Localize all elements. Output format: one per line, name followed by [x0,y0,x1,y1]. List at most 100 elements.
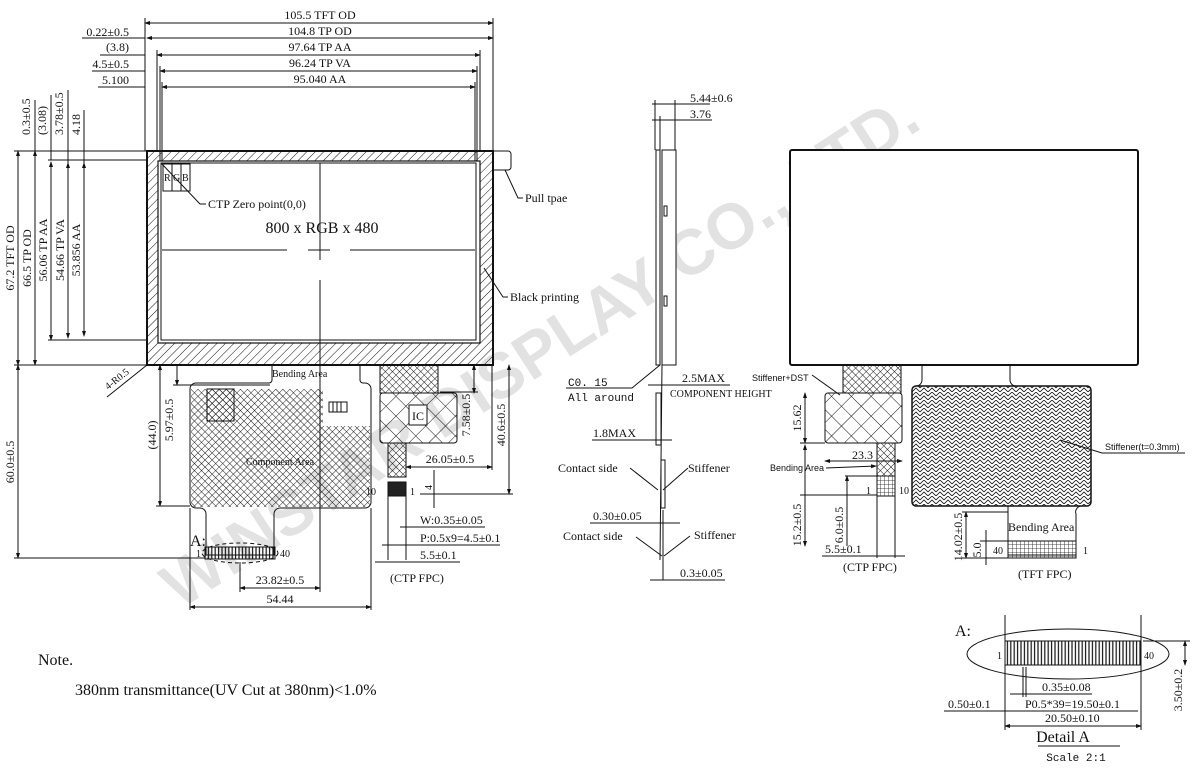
tft-fpc-front: Bending Area Component Area A: 1 40 60.0… [3,340,372,610]
detail-a-pitch-label: P0.5*39=19.50±0.1 [1025,697,1120,711]
top-dimensions: 105.5 TFT OD 104.8 TP OD 97.64 TP AA 96.… [82,8,494,162]
side-view: 5.44±0.6 3.76 C0. 15 All around 2.5MAX C… [558,91,772,581]
back-view-pin1b-label: 1 [1083,546,1088,557]
back-view-h1402-label: 14.02±0.5 [951,513,965,562]
detail-a-title-label: Detail A [1036,729,1090,746]
front-view-left-offsets-c-label: 3.78±0.5 [52,92,66,135]
notes-line-1: 380nm transmittance(UV Cut at 380nm)<1.0… [75,682,377,699]
front-view-top-offsets-c-label: 4.5±0.5 [92,57,129,71]
front-view-dims-h44-label: (44.0) [145,421,159,450]
front-view-dims-w2382-label: 23.82±0.5 [256,573,305,587]
black-printing-label: Black printing [510,290,579,304]
bending-area-label: Bending Area [272,369,328,380]
detail-a: A: 1 40 0.35±0.08 0.50±0.1 P0.5*39=19.50… [944,615,1190,765]
fpc-connector-pins [204,546,276,560]
detail-a-total-label: 20.50±0.10 [1045,711,1100,725]
front-view-left-dims-tp-aa-label: 56.06 TP AA [36,218,50,281]
detail-a-w035-label: 0.35±0.08 [1042,680,1091,694]
front-view-left-dims-tp-va-label: 54.66 TP VA [53,219,67,281]
notes-title: Note. [38,652,74,669]
front-view-top-offsets-b-label: (3.8) [106,40,129,54]
front-view-dims-h597-label: 5.97±0.5 [162,399,176,442]
front-view-left-offsets-b-label: (3.08) [35,106,49,135]
front-view-ctp-fpc-pin10-label: 10 [366,487,376,498]
back-view-pin10-label: 10 [899,486,909,497]
side-view-chamfer-label: C0. 15 [568,378,608,390]
front-view-rgb-b-label: B [182,173,189,184]
front-view-left-dims-aa-label: 53.856 AA [69,223,83,276]
side-view-max18-label: 1.8MAX [593,426,636,440]
component-area-label: Component Area [246,457,315,468]
front-view-left-offsets-a-label: 0.3±0.5 [19,98,33,135]
front-view-ctp-fpc-h406-label: 40.6±0.5 [494,404,508,447]
ctp-fpc-caption: (CTP FPC) [390,571,444,585]
front-view-dims-w5444-label: 54.44 [267,592,294,606]
side-view-stiffener-2-label: Stiffener [694,528,736,542]
detail-a-scale-label: Scale 2:1 [1046,753,1106,765]
front-view-ctp-fpc-ic-label: IC [412,409,424,423]
side-view-t030-label: 0.30±0.05 [593,509,642,523]
front-view-detail-ref-label: A: [190,533,206,550]
front-view-rgb-g-label: G [173,173,180,184]
rgb-subpixel-boxes: R G B [162,163,191,192]
left-dimensions: 67.2 TFT OD 66.5 TP OD 56.06 TP AA 54.66… [3,90,147,366]
pull-tape-tab [493,150,512,171]
side-view-t544-label: 5.44±0.6 [690,91,733,105]
detail-a-w050-label: 0.50±0.1 [948,697,991,711]
dim-tp-va: 96.24 TP VA [289,56,351,70]
front-view-dims-h60-label: 60.0±0.5 [3,441,17,484]
ctp-fpc-caption-back: (CTP FPC) [843,560,897,574]
back-view-stiffener-label: Stiffener(t=0.3mm) [1105,442,1180,452]
resistor-symbol [328,401,348,413]
back-view-stiffener-dst-label: Stiffener+DST [752,373,809,383]
side-view-t03-label: 0.3±0.05 [680,566,723,580]
front-view-ctp-fpc-pitch-label: P:0.5x9=4.5±0.1 [420,531,500,545]
side-view-max25-label: 2.5MAX [682,371,725,385]
front-view-top-offsets-d-label: 5.100 [102,73,129,87]
front-view-left-offsets-d-label: 4.18 [69,114,83,135]
side-view-all-around-label: All around [568,393,634,405]
pull-tape-label: Pull tpae [525,191,567,205]
detail-a-height-label: 3.50±0.2 [1171,669,1185,712]
front-view-ctp-fpc-w55-label: 5.5±0.1 [420,548,457,562]
back-view-bending-area-tft-label: Bending Area [1008,520,1075,534]
detail-a-ref-label: A: [955,623,971,640]
side-view-stiffener-1-label: Stiffener [688,461,730,475]
front-view-ctp-fpc-pin1-label: 1 [410,487,415,498]
dim-aa: 95.040 AA [294,72,347,86]
back-view-h1562-label: 15.62 [790,405,804,432]
dim-tp-aa: 97.64 TP AA [288,40,351,54]
front-view-ctp-fpc-h4-label: 4 [424,485,435,490]
back-view-pin1-label: 1 [866,486,871,497]
front-view-pin-first-label: 1 [196,549,201,560]
side-view-contact-side-1-label: Contact side [558,461,618,475]
back-view: Stiffener+DST 15.62 23.3 Bending Area 15… [752,149,1185,581]
front-view-ctp-fpc-h758-label: 7.58±0.5 [459,394,473,437]
front-view-left-dims-tp-od-label: 66.5 TP OD [20,229,34,287]
lcd-panel-front: R G B 800 x RGB x 480 CTP Zero point(0,0… [103,150,579,398]
ctp-zero-point-label: CTP Zero point(0,0) [208,197,306,211]
detail-a-pin40-label: 40 [1144,651,1154,662]
side-view-component-height-label: COMPONENT HEIGHT [670,389,772,400]
resolution-label: 800 x RGB x 480 [266,220,379,237]
front-view-top-offsets-a-label: 0.22±0.5 [86,25,129,39]
ctp-fpc-front: IC 10 1 7.58±0.5 40.6±0.5 26.05±0.5 4 W:… [366,364,513,585]
front-view-pin-last-label: 40 [280,549,290,560]
side-view-t376-label: 3.76 [690,107,711,121]
front-view-left-dims-tft-od-label: 67.2 TFT OD [3,225,17,291]
tft-fpc-caption: (TFT FPC) [1018,567,1071,581]
back-view-w55-label: 5.5±0.1 [825,542,862,556]
back-view-h60-label: 6.0±0.5 [832,507,846,544]
front-view-ctp-fpc-width-label: W:0.35±0.05 [420,513,483,527]
detail-a-pin1-label: 1 [997,651,1002,662]
back-view-w233-label: 23.3 [852,448,873,462]
front-view: 105.5 TFT OD 104.8 TP OD 97.64 TP AA 96.… [3,8,579,610]
front-view-ctp-fpc-w2605-label: 26.05±0.5 [426,452,475,466]
back-view-bending-area-ctp-label: Bending Area [770,463,824,473]
dim-tp-od: 104.8 TP OD [288,24,352,38]
side-view-contact-side-2-label: Contact side [563,529,623,543]
back-view-h152-label: 15.2±0.5 [790,504,804,547]
front-view-rgb-r-label: R [164,173,171,184]
back-view-h50-label: 5.0 [970,543,984,558]
